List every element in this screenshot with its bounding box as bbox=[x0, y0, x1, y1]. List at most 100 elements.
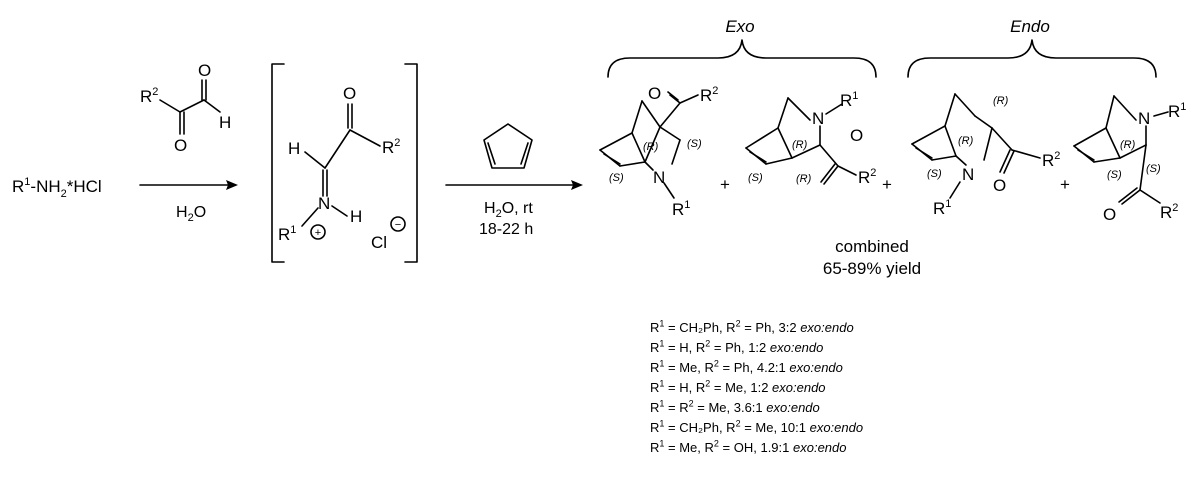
r1-value: = CH₂Ph, R bbox=[664, 420, 736, 435]
svg-text:(S): (S) bbox=[1107, 169, 1122, 181]
iminium-intermediate: H O R2 N H R1 + Cl − bbox=[278, 84, 406, 252]
svg-text:H: H bbox=[219, 113, 231, 132]
r1-value: = Me, R bbox=[664, 360, 714, 375]
svg-text:R1: R1 bbox=[1168, 101, 1186, 121]
r2-superscript: 2 bbox=[688, 398, 694, 409]
r1-superscript: 1 bbox=[659, 358, 665, 369]
svg-text:R2: R2 bbox=[700, 85, 718, 105]
ratio-label: exo:endo bbox=[793, 440, 847, 455]
r1-symbol: R bbox=[650, 400, 660, 415]
plus-1: + bbox=[720, 175, 730, 194]
ratio-label: exo:endo bbox=[789, 360, 843, 375]
exo-header: Exo bbox=[725, 17, 754, 36]
r1-superscript: 1 bbox=[659, 318, 665, 329]
ratio-label: exo:endo bbox=[766, 400, 820, 415]
r2-value: = Ph, 1:2 bbox=[710, 340, 770, 355]
svg-text:O: O bbox=[648, 84, 661, 103]
amine-salt: R1-NH2*HCl bbox=[12, 176, 102, 200]
r2-value: = OH, 1.9:1 bbox=[718, 440, 793, 455]
svg-text:O: O bbox=[850, 126, 863, 145]
r1-value: = H, R bbox=[664, 340, 706, 355]
plus-3: + bbox=[1060, 175, 1070, 194]
svg-text:+: + bbox=[315, 227, 321, 239]
svg-text:Cl: Cl bbox=[371, 233, 387, 252]
endo-brace bbox=[907, 39, 1157, 78]
r2-value: = Ph, 3:2 bbox=[740, 320, 801, 335]
r2-superscript: 2 bbox=[735, 318, 741, 329]
svg-text:R1: R1 bbox=[933, 198, 951, 218]
r1-value: = H, R bbox=[664, 380, 706, 395]
endo-product-2: N R1 O R2 (R) (S) (S) bbox=[1073, 95, 1186, 224]
r1-symbol: R bbox=[650, 380, 660, 395]
svg-text:(R): (R) bbox=[958, 135, 974, 147]
arrow-2-head bbox=[571, 180, 583, 190]
svg-text:(R): (R) bbox=[796, 173, 812, 185]
svg-text:N: N bbox=[962, 165, 974, 184]
r2-value: = Me, 1:2 bbox=[710, 380, 773, 395]
r1-symbol: R bbox=[650, 340, 660, 355]
yield-line-2: 65-89% yield bbox=[823, 259, 921, 278]
svg-text:(R): (R) bbox=[1120, 139, 1136, 151]
svg-text:R2: R2 bbox=[140, 86, 158, 106]
svg-text:R2: R2 bbox=[1042, 150, 1060, 170]
ratio-label: exo:endo bbox=[772, 380, 826, 395]
svg-text:(S): (S) bbox=[687, 138, 702, 150]
step2-conditions-line2: 18-22 h bbox=[479, 221, 533, 238]
step2-conditions-line1: H2O, rt bbox=[484, 200, 533, 220]
svg-text:(S): (S) bbox=[1146, 163, 1161, 175]
condition-row: R1 = CH₂Ph, R2 = Ph, 3:2 exo:endo bbox=[650, 318, 1120, 338]
condition-row: R1 = H, R2 = Me, 1:2 exo:endo bbox=[650, 378, 1120, 398]
svg-text:(R): (R) bbox=[792, 139, 808, 151]
condition-row: R1 = CH₂Ph, R2 = Me, 10:1 exo:endo bbox=[650, 418, 1120, 438]
svg-text:H: H bbox=[288, 139, 300, 158]
condition-row: R1 = R2 = Me, 3.6:1 exo:endo bbox=[650, 398, 1120, 418]
svg-text:R1: R1 bbox=[278, 224, 296, 244]
r2-value: = Me, 10:1 bbox=[740, 420, 810, 435]
equals: = R bbox=[664, 400, 689, 415]
r1-superscript: 1 bbox=[659, 338, 665, 349]
r1-symbol: R bbox=[650, 420, 660, 435]
svg-text:R2: R2 bbox=[858, 167, 876, 187]
r1-symbol: R bbox=[650, 320, 660, 335]
condition-row: R1 = Me, R2 = OH, 1.9:1 exo:endo bbox=[650, 438, 1120, 458]
svg-text:H: H bbox=[350, 207, 362, 226]
svg-text:N: N bbox=[1138, 109, 1150, 128]
r1-superscript: 1 bbox=[659, 378, 665, 389]
step1-solvent: H2O bbox=[176, 204, 206, 224]
r1-superscript: 1 bbox=[659, 438, 665, 449]
exo-product-2: N R1 O R2 (R) (S) (R) bbox=[745, 90, 876, 187]
svg-text:R1: R1 bbox=[840, 90, 858, 110]
endo-product-1: N R1 O R2 (R) (R) (S) bbox=[911, 93, 1060, 218]
r2-value: = Ph, 4.2:1 bbox=[718, 360, 790, 375]
endo-header: Endo bbox=[1010, 17, 1050, 36]
r1-superscript: 1 bbox=[659, 418, 665, 429]
svg-text:(S): (S) bbox=[927, 168, 942, 180]
svg-text:O: O bbox=[993, 176, 1006, 195]
r2-superscript: 2 bbox=[705, 338, 711, 349]
exo-product-1: O R2 N R1 (R) (S) (S) bbox=[599, 84, 718, 219]
svg-text:(S): (S) bbox=[609, 172, 624, 184]
r1-symbol: R bbox=[650, 440, 660, 455]
ratio-label: exo:endo bbox=[809, 420, 864, 435]
r1-superscript: 1 bbox=[659, 398, 665, 409]
r2-superscript: 2 bbox=[713, 438, 719, 449]
r2-superscript: 2 bbox=[735, 418, 741, 429]
bracket-left bbox=[271, 63, 285, 263]
cyclopentadiene-reagent bbox=[483, 123, 533, 169]
ratio-label: exo:endo bbox=[800, 320, 854, 335]
bracket-right bbox=[404, 63, 418, 263]
svg-text:N: N bbox=[812, 109, 824, 128]
svg-text:O: O bbox=[198, 61, 211, 80]
svg-text:O: O bbox=[343, 84, 356, 103]
svg-text:(S): (S) bbox=[748, 172, 763, 184]
plus-2: + bbox=[882, 175, 892, 194]
ratio-label: exo:endo bbox=[769, 340, 824, 355]
svg-text:R2: R2 bbox=[1160, 202, 1178, 222]
yield-line-1: combined bbox=[835, 237, 909, 256]
svg-text:O: O bbox=[174, 136, 187, 155]
svg-text:−: − bbox=[395, 219, 401, 231]
svg-text:N: N bbox=[653, 168, 665, 187]
exo-brace bbox=[607, 39, 877, 78]
